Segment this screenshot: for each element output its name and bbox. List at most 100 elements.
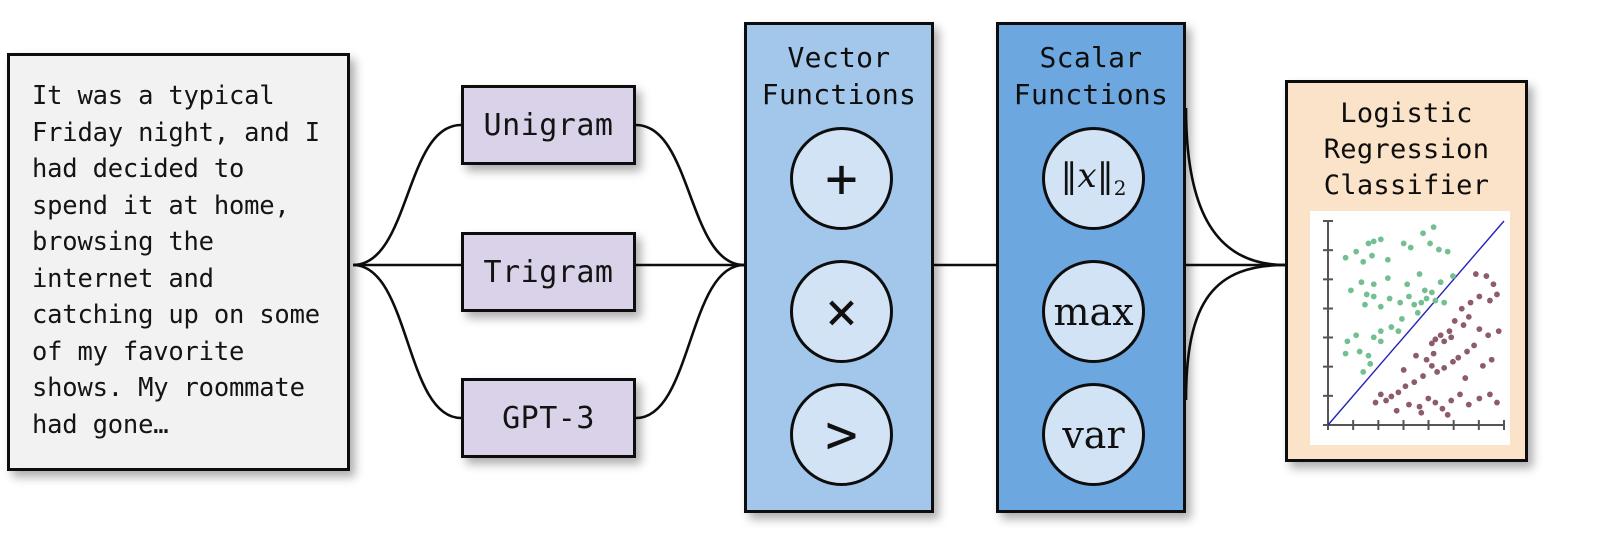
classifier-title-line3: Classifier xyxy=(1323,170,1490,201)
scatter-point-class-a xyxy=(1377,328,1384,335)
scatter-point-class-b xyxy=(1439,405,1446,412)
scatter-point-class-b xyxy=(1432,399,1439,406)
var-icon-glyph: var xyxy=(1062,412,1125,457)
scatter-point-class-b xyxy=(1393,407,1400,414)
scatter-point-class-a xyxy=(1399,316,1405,322)
scatter-point-class-b xyxy=(1467,299,1474,306)
scatter-point-class-a xyxy=(1430,224,1437,231)
vector-functions-panel: Vector Functions + × > xyxy=(744,22,934,513)
feature-box-gpt3[interactable]: GPT-3 xyxy=(461,378,636,458)
greater-than-icon[interactable]: > xyxy=(790,383,893,486)
feature-box-unigram-label: Unigram xyxy=(483,107,614,143)
max-icon[interactable]: max xyxy=(1042,260,1145,363)
scatter-point-class-b xyxy=(1448,397,1455,404)
scatter-point-class-b xyxy=(1494,291,1500,298)
scatter-point-class-b xyxy=(1395,389,1402,396)
scatter-point-class-b xyxy=(1428,340,1435,347)
scatter-point-class-b xyxy=(1428,362,1435,369)
scatter-point-class-b xyxy=(1450,358,1456,365)
var-icon[interactable]: var xyxy=(1042,383,1145,486)
scatter-plot-area xyxy=(1310,211,1510,445)
scatter-point-class-b xyxy=(1488,356,1495,363)
scatter-point-class-b xyxy=(1432,336,1439,343)
scatter-point-class-b xyxy=(1462,375,1469,381)
feature-box-trigram-label: Trigram xyxy=(483,254,614,290)
vector-functions-title: Vector Functions xyxy=(747,25,931,113)
scatter-point-class-b xyxy=(1476,293,1483,300)
scatter-point-class-b xyxy=(1464,348,1470,355)
feature-box-gpt3-label: GPT-3 xyxy=(502,400,595,436)
scatter-point-class-b xyxy=(1485,332,1492,339)
scatter-point-class-a xyxy=(1365,352,1372,359)
feature-box-unigram[interactable]: Unigram xyxy=(461,85,636,165)
scatter-point-class-a xyxy=(1427,240,1433,247)
scatter-point-class-a xyxy=(1388,324,1395,330)
scatter-point-class-b xyxy=(1460,322,1467,328)
multiply-icon[interactable]: × xyxy=(790,260,893,363)
multiply-icon-glyph: × xyxy=(825,279,858,343)
scatter-point-class-b xyxy=(1441,364,1448,371)
edge-text-to-gpt3 xyxy=(352,263,462,420)
scatter-point-class-a xyxy=(1416,271,1423,277)
vector-functions-title-line1: Vector xyxy=(787,41,891,74)
scatter-point-class-b xyxy=(1411,379,1418,386)
scatter-point-class-b xyxy=(1441,338,1448,345)
scatter-point-class-b xyxy=(1402,383,1409,390)
scatter-point-class-b xyxy=(1451,318,1458,324)
scatter-point-class-a xyxy=(1435,246,1442,253)
l2-norm-icon[interactable]: ‖x‖2 xyxy=(1042,127,1145,230)
plus-icon[interactable]: + xyxy=(790,127,893,230)
scatter-point-class-b xyxy=(1416,403,1423,410)
scalar-functions-panel: Scalar Functions ‖x‖2 max var xyxy=(996,22,1186,513)
scatter-point-class-a xyxy=(1370,238,1377,245)
scatter-point-class-a xyxy=(1344,338,1351,345)
scatter-point-class-a xyxy=(1347,287,1354,294)
scatter-point-class-b xyxy=(1372,399,1379,406)
scatter-point-class-a xyxy=(1397,299,1404,306)
scatter-point-class-b xyxy=(1476,326,1483,333)
scatter-point-class-b xyxy=(1471,342,1477,349)
scalar-functions-title-line1: Scalar xyxy=(1039,41,1143,74)
scatter-point-class-b xyxy=(1413,352,1419,359)
scatter-point-class-b xyxy=(1483,273,1490,279)
scatter-point-class-b xyxy=(1423,356,1430,363)
scatter-point-class-a xyxy=(1360,369,1367,375)
scatter-point-class-b xyxy=(1458,305,1465,312)
scatter-point-class-b xyxy=(1420,373,1426,379)
classifier-title-line2: Regression xyxy=(1323,134,1490,165)
scatter-point-class-a xyxy=(1395,328,1402,335)
scalar-functions-title-line2: Functions xyxy=(1013,78,1169,111)
scatter-point-class-a xyxy=(1423,295,1430,302)
scatter-point-class-b xyxy=(1430,350,1437,357)
scatter-point-class-a xyxy=(1363,291,1370,298)
scatter-point-class-a xyxy=(1377,303,1384,310)
scatter-point-class-a xyxy=(1404,281,1411,288)
scatter-point-class-a xyxy=(1407,244,1414,251)
scatter-point-class-a xyxy=(1370,281,1377,288)
scatter-point-class-b xyxy=(1383,397,1389,404)
scatter-point-class-a xyxy=(1360,258,1367,265)
scatter-point-class-a xyxy=(1358,279,1365,286)
scatter-point-class-b xyxy=(1425,395,1432,402)
scatter-point-class-a xyxy=(1356,348,1363,355)
scatter-point-class-a xyxy=(1437,279,1444,286)
l2-norm-icon-glyph: ‖x‖2 xyxy=(1060,156,1127,200)
scatter-point-class-b xyxy=(1446,328,1453,335)
scatter-point-class-b xyxy=(1465,401,1472,408)
decision-boundary xyxy=(1327,220,1505,426)
edge-scalar-to-classifier-bottom xyxy=(1184,263,1286,401)
logistic-regression-classifier-box: Logistic Regression Classifier xyxy=(1285,80,1528,462)
scatter-point-class-a xyxy=(1418,299,1425,306)
input-text-passage: It was a typical Friday night, and I had… xyxy=(32,81,320,440)
scatter-point-class-a xyxy=(1444,248,1451,255)
scatter-point-class-b xyxy=(1494,399,1500,406)
vector-functions-title-line2: Functions xyxy=(761,78,917,111)
scatter-point-class-a xyxy=(1411,301,1418,308)
scatter-point-class-a xyxy=(1369,252,1375,259)
scatter-point-class-a xyxy=(1365,240,1372,247)
scatter-point-class-a xyxy=(1342,254,1349,261)
scatter-point-class-b xyxy=(1472,271,1479,277)
feature-box-trigram[interactable]: Trigram xyxy=(461,232,636,312)
edge-unigram-to-vector xyxy=(635,123,745,267)
scatter-point-class-b xyxy=(1448,334,1455,341)
